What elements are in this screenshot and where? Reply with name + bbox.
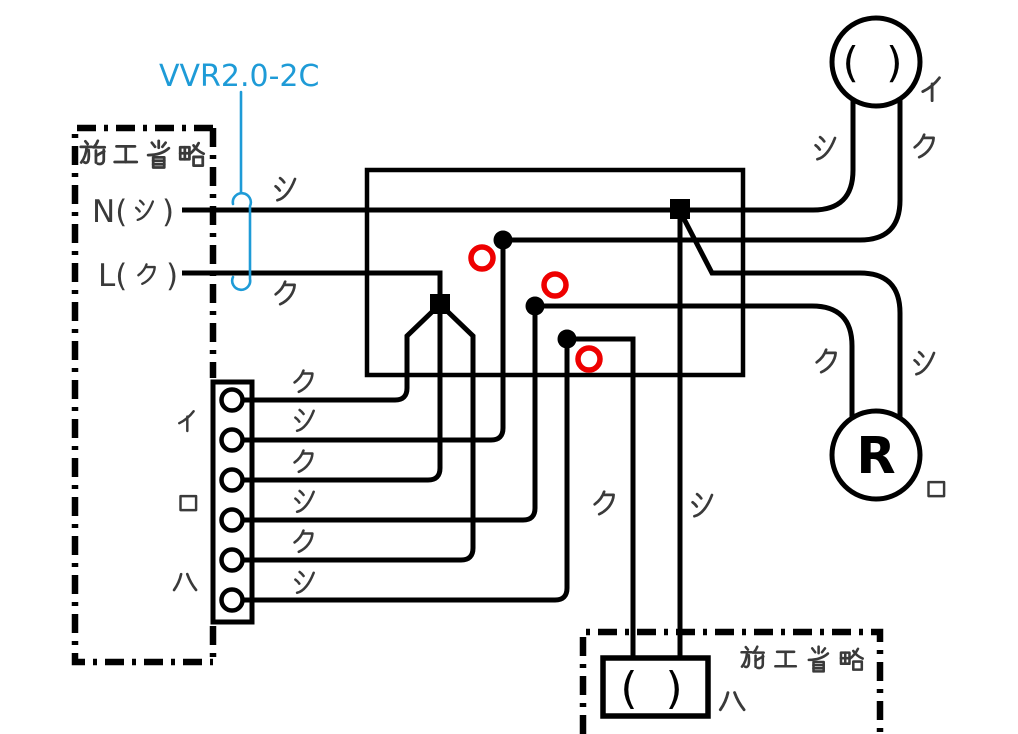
switch-terminals — [219, 387, 245, 613]
wire-lamp-i-to-dot1 — [503, 99, 903, 243]
dot-connector-3 — [557, 329, 577, 349]
sleeve-mark-3 — [575, 345, 603, 373]
sleeve-mark-1 — [468, 244, 496, 272]
terminal5-wire-mark — [293, 529, 314, 554]
dot-connector-1 — [493, 230, 513, 250]
source-omitted-boundary — [71, 124, 217, 666]
terminal2-wire-mark — [294, 408, 315, 433]
switch-terminal-block — [210, 379, 255, 625]
junction-connectors — [430, 199, 690, 349]
lamp-i-name-label — [921, 76, 941, 103]
terminal-i-bottom — [219, 427, 245, 453]
lamp-ha-symbol — [600, 655, 711, 719]
lamp-ha-left-wire-mark — [593, 490, 615, 516]
lamp-ha-area-label — [740, 645, 864, 673]
source-labels: N( ) L( ) — [92, 194, 178, 294]
neutral-line-mark — [274, 176, 297, 202]
terminal-ro-bottom — [219, 507, 245, 533]
live-label-close: ) — [166, 258, 178, 294]
load-r-symbol-label: R — [856, 427, 895, 486]
wire-dot2-to-load-r — [535, 303, 855, 419]
terminal3-wire-mark — [293, 449, 314, 474]
live-label-prefix: L( — [98, 258, 127, 294]
wire-square1-to-terminal3 — [242, 312, 443, 483]
lamp-ha-name-label — [718, 691, 746, 712]
wires — [182, 99, 903, 658]
wire-dot3-to-terminal6 — [242, 339, 570, 603]
wire-dot1-to-terminal2 — [242, 240, 506, 443]
wire-square1-to-terminal5 — [242, 308, 476, 563]
terminal-i-top — [219, 387, 245, 413]
wire-neutral-to-lamp-i — [182, 100, 856, 213]
terminal6-wire-mark — [294, 570, 315, 595]
load-r-right-wire-mark — [913, 350, 936, 376]
lamp-i-right-wire-mark — [913, 133, 935, 159]
cable-marker — [230, 90, 253, 292]
lamp-ha-right-wire-mark — [691, 492, 714, 518]
lamp-i-symbol-label: ( ) — [842, 38, 909, 87]
live-wire-mark — [137, 263, 156, 286]
ring-sleeve-marks — [468, 244, 603, 373]
wire-dot2-to-terminal4 — [242, 306, 538, 523]
neutral-label-close: ) — [162, 194, 174, 230]
terminal-ha-bottom — [219, 587, 245, 613]
wire-dot3-to-lamp-ha — [567, 336, 636, 658]
wire-live-to-square1 — [182, 270, 443, 296]
terminal1-wire-mark — [293, 369, 314, 394]
load-r-symbol — [829, 408, 923, 502]
source-area-label — [79, 139, 206, 169]
cable-marker-loop — [230, 191, 253, 292]
switch-ro-label — [179, 494, 198, 512]
switch-i-label — [178, 410, 195, 433]
load-r-name-label — [927, 480, 946, 498]
wire-square1-to-terminal1 — [242, 308, 436, 403]
square-connector-live — [430, 294, 450, 314]
lamp-ha-omitted-boundary — [579, 628, 884, 734]
lamp-i-symbol — [829, 15, 923, 109]
dot-connector-2 — [525, 296, 545, 316]
neutral-wire-mark — [134, 199, 155, 222]
switch-ha-label — [172, 572, 198, 592]
square-connector-neutral — [670, 199, 690, 219]
live-line-mark — [274, 280, 296, 306]
neutral-label-prefix: N( — [92, 194, 127, 230]
terminal-ha-top — [219, 547, 245, 573]
cable-annotation: VVR2.0-2C — [159, 59, 319, 94]
lamp-ha-symbol-label: ( ) — [620, 663, 689, 714]
wire-square2-to-load-r — [679, 213, 903, 419]
sleeve-mark-2 — [541, 271, 569, 299]
lamp-i-left-wire-mark — [814, 135, 837, 161]
load-r-left-wire-mark — [815, 348, 837, 374]
terminal4-wire-mark — [294, 489, 315, 514]
terminal-ro-top — [219, 467, 245, 493]
